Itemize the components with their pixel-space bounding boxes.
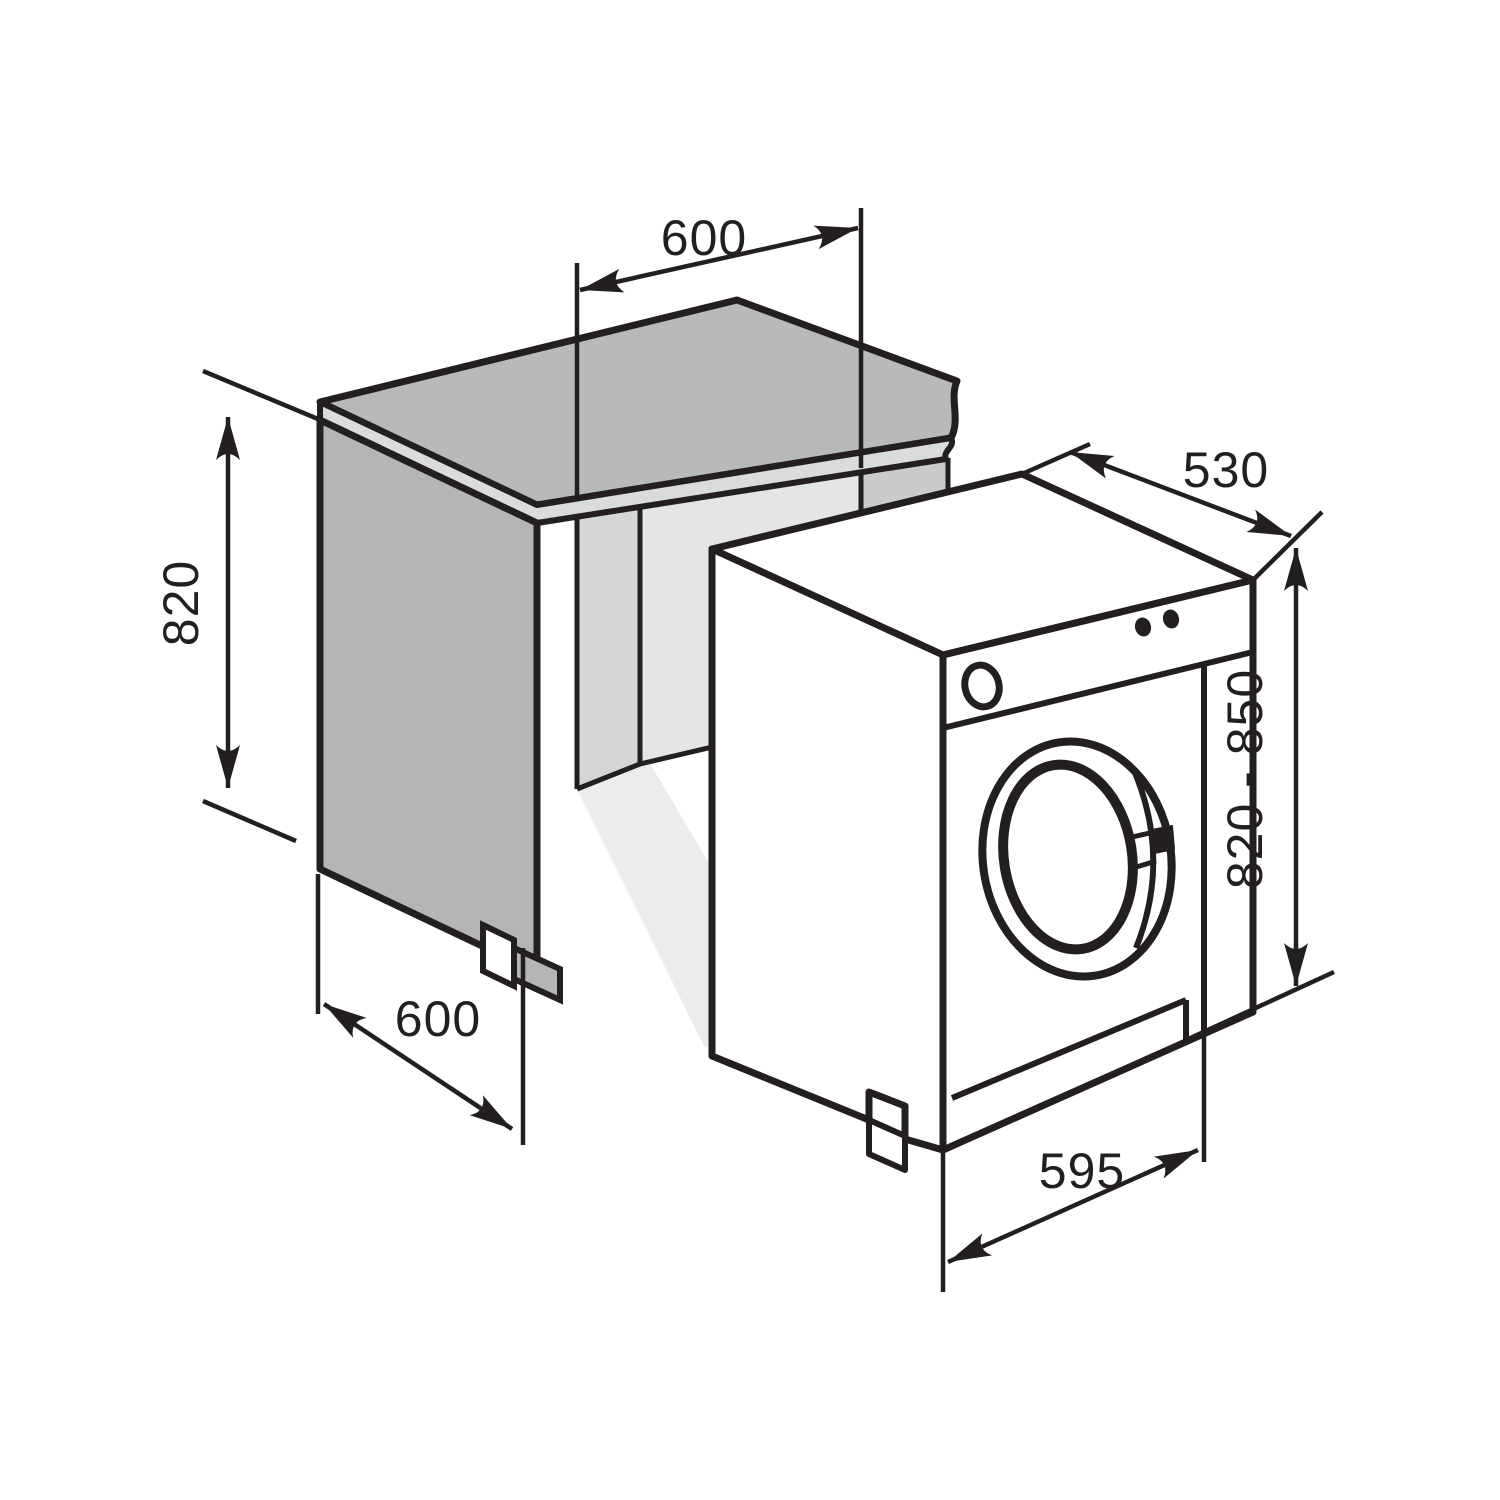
control-panel-edge	[942, 649, 1254, 731]
side-panel-foot	[511, 943, 563, 1005]
door-handle-latch	[1151, 825, 1175, 854]
label-machine-depth: 530	[1183, 442, 1269, 498]
dim-niche-height-tick-top	[202, 368, 331, 427]
label-niche-height: 820	[153, 560, 209, 646]
dim-machine-height-tick-bottom	[1185, 969, 1335, 1043]
side-panel-foot-notch	[480, 920, 517, 991]
control-button-1	[1134, 617, 1152, 637]
dim-niche-height	[202, 368, 331, 844]
washing-machine	[708, 470, 1257, 1173]
control-button-2	[1162, 609, 1180, 629]
cabinet-side-panel	[316, 416, 563, 1005]
dimension-labels: 600 820 600 530 820 - 850 595	[153, 210, 1273, 1199]
kick-panel	[950, 997, 1189, 1101]
door	[978, 737, 1176, 981]
dimension-annotations	[202, 208, 1335, 1292]
door-glass-ring	[998, 759, 1138, 955]
dim-machine-width-line	[947, 1147, 1199, 1265]
program-dial	[961, 661, 1003, 711]
dim-niche-height-tick-bottom	[202, 798, 297, 844]
label-niche-width: 600	[661, 210, 747, 266]
label-cabinet-depth: 600	[395, 991, 481, 1047]
dim-cabinet-depth-line	[322, 1002, 514, 1131]
door-handle-top-line	[1127, 829, 1155, 841]
machine-foot	[866, 1117, 908, 1173]
machine-side-face	[708, 545, 947, 1154]
label-machine-height: 820 - 850	[1217, 669, 1273, 889]
dim-niche-width-line	[579, 225, 859, 293]
niche-left-inner-wall	[577, 506, 640, 789]
dim-machine-depth-tick-right	[1251, 510, 1324, 582]
label-machine-width: 595	[1039, 1143, 1125, 1199]
door-ring-accent	[1130, 766, 1157, 950]
dim-machine-height	[1185, 548, 1335, 1043]
dim-machine-width	[940, 1034, 1207, 1292]
dim-cabinet-depth	[315, 874, 526, 1145]
dim-niche-width	[574, 208, 864, 498]
dim-machine-depth	[1021, 441, 1324, 582]
dim-machine-depth-tick-left	[1021, 441, 1091, 477]
dim-machine-depth-line	[1069, 449, 1292, 539]
door-handle-bottom-line	[1129, 858, 1157, 872]
